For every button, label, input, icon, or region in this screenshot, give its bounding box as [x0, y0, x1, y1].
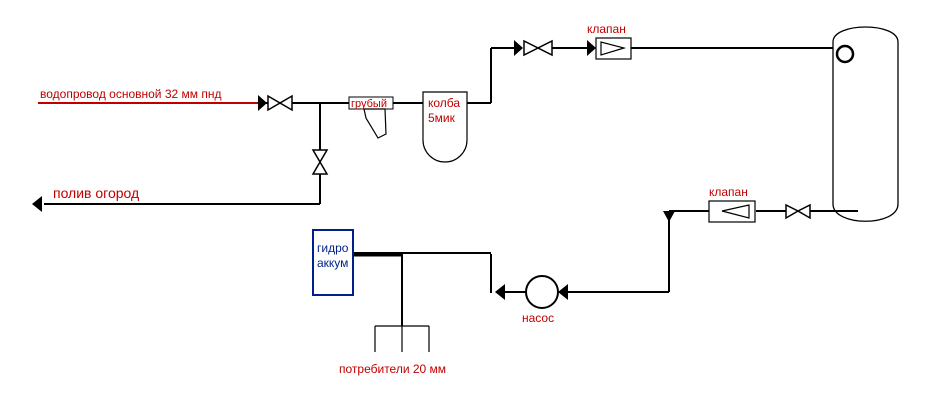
storage-tank	[832, 26, 899, 222]
bottom-valve-label: клапан	[709, 185, 748, 199]
garden-branch-pipe	[44, 103, 321, 205]
garden-valve-icon	[311, 149, 329, 175]
consumers-manifold	[374, 254, 430, 352]
accumulator-label-line1: гидро	[317, 241, 349, 255]
inlet-arrow-icon	[258, 95, 267, 111]
tank-inlet-icon	[835, 44, 855, 64]
pump-icon	[525, 275, 559, 309]
pump-inlet-arrow-icon	[558, 284, 568, 300]
flask-filter-icon	[422, 91, 468, 163]
pipe-flask-to-top	[467, 47, 514, 104]
top-valve-label: клапан	[587, 22, 626, 36]
accumulator-label-line2: аккум	[317, 256, 348, 270]
bottom-shutoff-valve-icon	[785, 203, 811, 220]
pump-outlet-arrow-icon	[495, 284, 505, 300]
garden-label: полив огород	[53, 185, 139, 201]
top-shutoff-valve-icon	[523, 39, 553, 57]
coarse-filter-label: грубый	[351, 98, 387, 110]
flask-label-line1: колба	[428, 96, 460, 110]
coarse-filter-icon	[348, 96, 394, 139]
pump-label: насос	[522, 311, 554, 325]
garden-outlet-arrow-icon	[32, 196, 42, 212]
inlet-valve-icon	[267, 94, 293, 112]
pipe-return-to-pump	[568, 216, 670, 293]
top-check-valve-icon	[595, 37, 632, 60]
consumers-label: потребители 20 мм	[339, 362, 446, 376]
accumulator-tank	[312, 229, 354, 296]
bottom-check-valve-icon	[708, 200, 756, 223]
top-arrow-icon	[514, 40, 523, 56]
main-supply-label: водопровод основной 32 мм пнд	[40, 87, 222, 101]
flask-label-line2: 5мик	[428, 111, 456, 125]
top-check-arrow-icon	[587, 40, 596, 56]
